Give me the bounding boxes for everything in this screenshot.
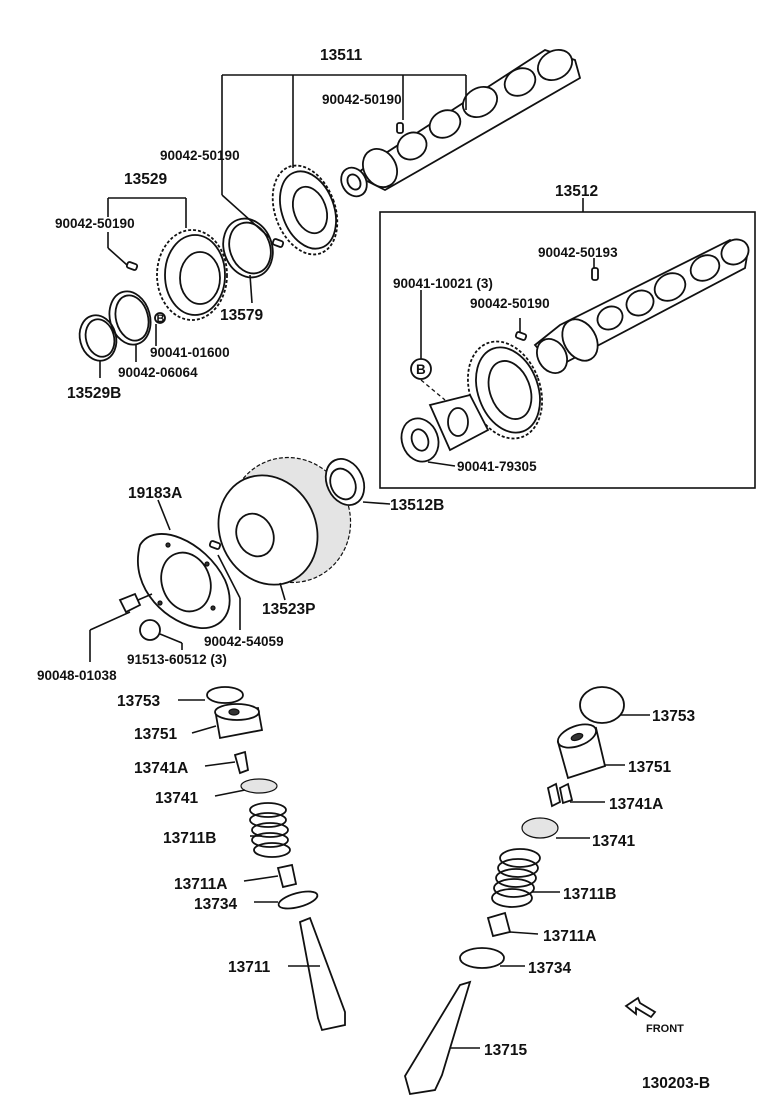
timing-gear-13523p: [217, 456, 352, 601]
label-pin-54059: 90042-54059: [204, 634, 284, 649]
ref-b-circle: [139, 619, 161, 641]
cam-gear-13512: [467, 340, 543, 440]
washer-06064: [108, 290, 152, 346]
pin-icon: [591, 267, 599, 281]
label-spring-right: 13711B: [563, 886, 616, 903]
label-retainer-right: 13741: [592, 833, 635, 850]
label-keeper-right: 13741A: [609, 796, 663, 813]
label-pin-50193: 90042-50193: [538, 245, 618, 260]
ref-b-marker-2: B: [416, 362, 426, 377]
label-seal-right: 13711A: [543, 928, 596, 945]
label-shim-right: 13753: [652, 708, 695, 725]
bolt-01038: [118, 592, 153, 614]
label-bolt-60512: 91513-60512 (3): [127, 652, 227, 667]
pin-icon: [514, 331, 528, 341]
seal-left-part: [276, 863, 298, 889]
keeper-left-part: [233, 750, 250, 775]
valve-left-part: [298, 916, 346, 1032]
valve-right-part: [404, 980, 472, 1096]
plate-79305-part: [400, 393, 490, 463]
snap-ring-13579: [222, 217, 274, 304]
group-box-13512: [379, 211, 756, 489]
label-lifter-left: 13751: [134, 726, 177, 743]
label-13512: 13512: [555, 183, 598, 200]
valve-stack-right: [404, 686, 625, 1096]
label-13512b: 13512B: [390, 497, 444, 514]
ref-b-marker: B: [157, 313, 165, 325]
camshaft-13512: [533, 238, 750, 374]
shim-left-part: [206, 686, 244, 704]
keeper-right-part: [546, 782, 562, 808]
label-13511: 13511: [320, 47, 363, 64]
camshaft-13511: [340, 49, 582, 198]
label-seal-left: 13711A: [174, 876, 227, 893]
seat-right-part: [459, 947, 505, 969]
label-13529: 13529: [124, 171, 167, 188]
label-seat-left: 13734: [194, 896, 237, 913]
label-plate-79305: 90041-79305: [457, 459, 537, 474]
label-spring-left: 13711B: [163, 830, 216, 847]
spring-right-part: [491, 848, 541, 908]
front-label: FRONT: [646, 1023, 684, 1035]
label-pin-b: 90042-50190: [160, 148, 240, 163]
label-pin-a: 90042-50190: [322, 92, 402, 107]
bracket-13529: [107, 197, 187, 266]
retainer-left-part: [240, 778, 278, 794]
label-keeper-left: 13741A: [134, 760, 188, 777]
pin-icon: [396, 122, 404, 134]
label-valve-left: 13711: [228, 959, 271, 976]
plate-19183a: [137, 533, 231, 629]
sprocket-13529: B: [154, 229, 228, 325]
cam-gear-13511: [271, 164, 339, 256]
label-bolt-01038: 90048-01038: [37, 668, 117, 683]
pin-icon: [125, 261, 139, 271]
label-13523p: 13523P: [262, 601, 315, 618]
label-lifter-right: 13751: [628, 759, 671, 776]
pin-icon: [271, 238, 285, 248]
label-valve-right: 13715: [484, 1042, 527, 1059]
valve-stack-left: [206, 686, 346, 1032]
seal-right-part: [486, 911, 512, 938]
pin-icon: [208, 540, 222, 550]
shim-right-part: [579, 686, 625, 724]
plate-13529b: [78, 314, 118, 362]
label-pin-d: 90042-50190: [470, 296, 550, 311]
label-13529b: 13529B: [67, 385, 121, 402]
label-retainer-left: 13741: [155, 790, 198, 807]
label-bolt-10021: 90041-10021 (3): [393, 276, 493, 291]
label-washer-06064: 90042-06064: [118, 365, 198, 380]
front-arrow-icon: [624, 996, 657, 1019]
seal-13512b: [324, 458, 391, 506]
label-seat-right: 13734: [528, 960, 571, 977]
label-shim-left: 13753: [117, 693, 160, 710]
label-13579: 13579: [220, 307, 263, 324]
retainer-right-part: [521, 817, 559, 839]
spring-left-part: [249, 802, 291, 858]
label-19183a: 19183A: [128, 485, 182, 502]
label-bolt-01600: 90041-01600: [150, 345, 230, 360]
diagram-id: 130203-B: [642, 1075, 710, 1092]
seat-left-part: [277, 890, 319, 910]
label-pin-c: 90042-50190: [55, 216, 135, 231]
